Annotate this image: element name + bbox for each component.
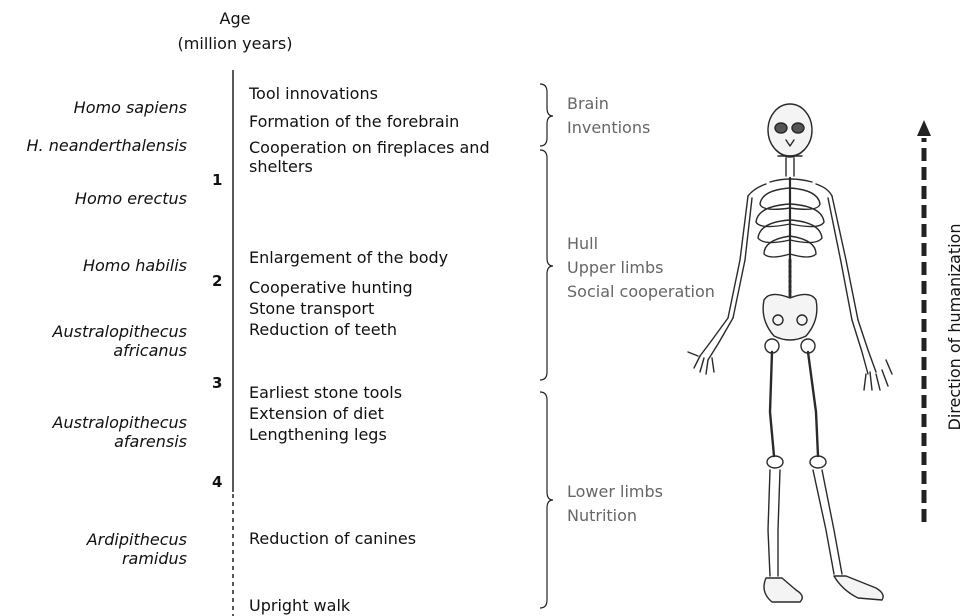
direction-label: Direction of humanization — [945, 217, 961, 437]
